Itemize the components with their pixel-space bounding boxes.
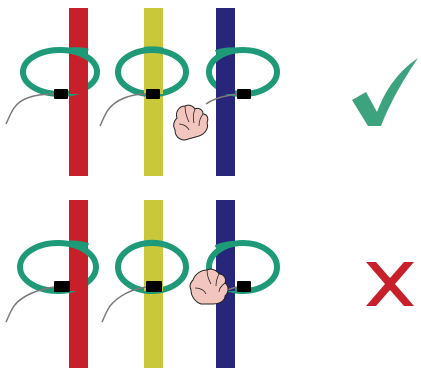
sensor-loop-2 — [101, 239, 189, 323]
sensor-loop-3 — [205, 47, 280, 105]
hand-icon — [189, 268, 229, 305]
correct-row — [5, 8, 418, 176]
check-mark-icon — [352, 58, 418, 126]
sensor-loop-1 — [5, 47, 100, 125]
sensor-loop-1 — [5, 240, 99, 323]
x-mark-icon — [366, 262, 414, 306]
incorrect-row — [5, 200, 414, 368]
hand-icon — [173, 104, 209, 141]
sensor-loop-2 — [99, 46, 189, 127]
